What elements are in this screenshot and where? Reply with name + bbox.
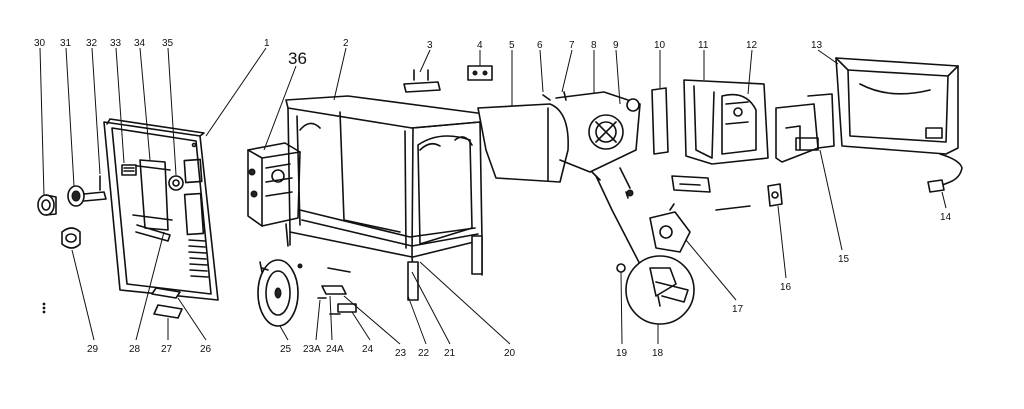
- callout-33: 33: [110, 38, 122, 49]
- callout-32: 32: [86, 38, 98, 49]
- callout-21: 21: [444, 348, 456, 359]
- callout-25: 25: [280, 344, 292, 355]
- callout-13: 13: [811, 40, 823, 51]
- glide-parts: [317, 267, 357, 315]
- callout-23A: 23A: [303, 344, 321, 355]
- callout-11: 11: [698, 40, 709, 51]
- callout-30: 30: [34, 38, 46, 49]
- control-assembly-part: [649, 203, 691, 253]
- callout-35: 35: [162, 38, 174, 49]
- detail-inset-part: [625, 255, 695, 325]
- callout-6: 6: [537, 40, 543, 51]
- callout-15: 15: [838, 254, 850, 265]
- fine-tuning-knob-part: [61, 227, 81, 249]
- callout-31: 31: [60, 38, 72, 49]
- callout-12: 12: [746, 40, 758, 51]
- callout-9: 9: [613, 40, 619, 51]
- callout-22: 22: [418, 348, 430, 359]
- callout-34: 34: [134, 38, 146, 49]
- callout-18: 18: [652, 348, 664, 359]
- component-part: [767, 183, 783, 207]
- filter-pads-part: [151, 287, 183, 319]
- power-supply-part: [775, 93, 835, 163]
- control-knob-part: [37, 194, 57, 216]
- lead-wire-part: [591, 171, 645, 273]
- callout-17: 17: [732, 304, 744, 315]
- callout-24A: 24A: [326, 344, 344, 355]
- callout-2: 2: [343, 38, 349, 49]
- small-screw-part: [616, 263, 626, 273]
- callout-26: 26: [200, 344, 212, 355]
- margin-dots-mark: [42, 302, 46, 314]
- callout-29: 29: [87, 344, 99, 355]
- socket-bracket-part: [671, 175, 751, 211]
- callout-28: 28: [129, 344, 141, 355]
- knob-ring-part: [67, 185, 107, 207]
- front-panel-part: [103, 118, 219, 301]
- callout-labels: 30 31 32 33 34 35 1 36 2 3 4 5 6 7 8 9 1…: [34, 38, 952, 359]
- callout-24: 24: [362, 344, 374, 355]
- callout-16: 16: [780, 282, 792, 293]
- shield-part: [651, 87, 669, 155]
- clip-part: [467, 65, 493, 81]
- panel-knob-part: [168, 175, 184, 191]
- callout-20: 20: [504, 348, 516, 359]
- callout-19: 19: [616, 348, 628, 359]
- callout-14: 14: [940, 212, 952, 223]
- speaker-part: [257, 259, 303, 327]
- tuner-assembly-part: [247, 142, 301, 247]
- chassis-part: [683, 79, 769, 165]
- leader-lines: [39, 47, 947, 345]
- dial-plate-part: [121, 164, 137, 176]
- callout-23: 23: [395, 348, 407, 359]
- callout-36: 36: [288, 49, 307, 68]
- deflection-yoke-part: [542, 91, 641, 199]
- bracket-part: [403, 69, 441, 93]
- callout-4: 4: [477, 40, 483, 51]
- callout-8: 8: [591, 40, 597, 51]
- callout-10: 10: [654, 40, 666, 51]
- callout-27: 27: [161, 344, 173, 355]
- cabinet-part: [285, 95, 486, 301]
- callout-3: 3: [427, 40, 433, 51]
- back-cover-part: [835, 57, 959, 155]
- picture-tube-part: [477, 103, 569, 183]
- callout-5: 5: [509, 40, 515, 51]
- callout-1: 1: [264, 38, 270, 49]
- panel-bracket-part: [135, 224, 171, 242]
- callout-7: 7: [569, 40, 575, 51]
- power-cord-part: [927, 153, 963, 193]
